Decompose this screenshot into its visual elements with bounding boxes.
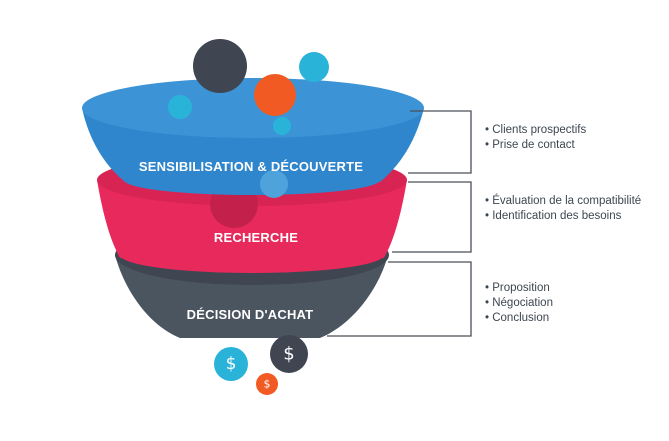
dollar-icon: $ (225, 354, 237, 374)
coin-orange (256, 373, 278, 395)
bullets-decision: Proposition Négociation Conclusion (485, 281, 553, 326)
ball-dark (193, 39, 247, 93)
bullet-item: Conclusion (485, 311, 553, 326)
coin-dark (270, 335, 308, 373)
bullet-item: Évaluation de la compatibilité (485, 194, 641, 209)
ball-cyan-small (168, 95, 192, 119)
bullet-item: Proposition (485, 281, 553, 296)
dollar-icon: $ (263, 377, 271, 391)
dollar-icon: $ (283, 343, 295, 365)
bullet-item: Identification des besoins (485, 209, 641, 224)
bullet-item: Clients prospectifs (485, 123, 586, 138)
ball-orange (254, 74, 296, 116)
ball-cyan-large (299, 52, 329, 82)
bullets-research: Évaluation de la compatibilité Identific… (485, 194, 641, 224)
funnel-tier-research-bottom (120, 237, 384, 273)
coin-cyan (214, 347, 248, 381)
bracket-decision (327, 261, 472, 337)
stage-label-research: RECHERCHE (213, 230, 299, 245)
funnel-tier-awareness-bottom (124, 165, 380, 195)
bullet-item: Négociation (485, 296, 553, 311)
ball-light-in-funnel (260, 170, 288, 198)
stage-label-awareness: SENSIBILISATION & DÉCOUVERTE (138, 159, 364, 174)
bracket-research (392, 181, 472, 253)
ball-cyan-tiny (273, 117, 291, 135)
bullet-item: Prise de contact (485, 138, 586, 153)
funnel-tier-awareness-rim (82, 78, 424, 138)
bullets-awareness: Clients prospectifs Prise de contact (485, 123, 586, 153)
stage-label-decision: DÉCISION D'ACHAT (186, 307, 314, 322)
bracket-awareness (408, 110, 472, 174)
